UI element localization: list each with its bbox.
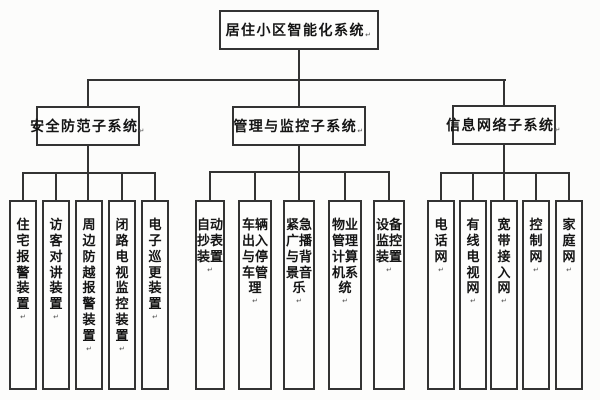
leaf-label: 宽带接入网 xyxy=(497,218,511,297)
paragraph-mark: ↵ xyxy=(53,313,59,322)
leaf-label: 访客对讲装置 xyxy=(49,218,63,313)
node-security-subsystem: 安全防范子系统↵ xyxy=(30,106,144,146)
leaf-label: 控制网 xyxy=(529,218,543,265)
node-root: 居住小区智能化系统↵ xyxy=(219,10,379,50)
leaf-equipment-monitor: 设备监控装置↵ xyxy=(373,200,405,390)
paragraph-mark: ↵ xyxy=(357,127,365,135)
connector-g3-drop-5 xyxy=(568,172,570,202)
connector-main-horizontal xyxy=(87,79,506,81)
leaf-label: 住宅报警装置 xyxy=(16,218,30,313)
leaf-electronic-patrol: 电子巡更装置↵ xyxy=(141,200,169,390)
connector-g3-drop-4 xyxy=(535,172,537,202)
connector-g2-vertical xyxy=(298,144,300,202)
paragraph-mark: ↵ xyxy=(386,265,392,274)
node-management-subsystem: 管理与监控子系统↵ xyxy=(232,106,366,146)
paragraph-mark: ↵ xyxy=(119,344,125,353)
leaf-perimeter-alarm: 周边防越报警装置↵ xyxy=(75,200,103,390)
leaf-label: 周边防越报警装置 xyxy=(82,218,96,345)
connector-g1-drop-5 xyxy=(154,172,156,202)
leaf-cable-tv-net: 有线电视网↵ xyxy=(459,200,487,390)
connector-g1-drop-1 xyxy=(22,172,24,202)
leaf-cctv-monitor: 闭路电视监控装置↵ xyxy=(108,200,136,390)
leaf-label: 电话网 xyxy=(434,218,448,265)
leaf-label: 闭路电视监控装置 xyxy=(115,218,129,345)
paragraph-mark: ↵ xyxy=(566,265,572,274)
leaf-property-computer: 物业管理计算机系统↵ xyxy=(328,200,362,390)
paragraph-mark: ↵ xyxy=(533,265,539,274)
connector-g3-drop-2 xyxy=(472,172,474,202)
paragraph-mark: ↵ xyxy=(501,297,507,306)
connector-g1-drop-4 xyxy=(121,172,123,202)
connector-g3-horizontal xyxy=(440,172,570,174)
leaf-telephone-net: 电话网↵ xyxy=(427,200,455,390)
leaf-label: 有线电视网 xyxy=(466,218,480,297)
connector-g1-horizontal xyxy=(22,172,156,174)
leaf-vehicle-parking: 车辆出入与停车管理↵ xyxy=(238,200,272,390)
leaf-label: 电子巡更装置 xyxy=(148,218,162,313)
paragraph-mark: ↵ xyxy=(138,127,146,135)
paragraph-mark: ↵ xyxy=(554,126,562,134)
connector-g2-drop-1 xyxy=(209,171,211,202)
leaf-label: 车辆出入与停车管理 xyxy=(241,218,268,297)
paragraph-mark: ↵ xyxy=(20,313,26,322)
paragraph-mark: ↵ xyxy=(207,265,213,274)
leaf-label: 设备监控装置 xyxy=(375,218,402,265)
leaf-control-net: 控制网↵ xyxy=(522,200,550,390)
connector-g3-drop-1 xyxy=(440,172,442,202)
paragraph-mark: ↵ xyxy=(296,297,302,306)
leaf-label: 物业管理计算机系统 xyxy=(331,218,358,297)
paragraph-mark: ↵ xyxy=(86,344,92,353)
paragraph-mark: ↵ xyxy=(365,31,373,39)
leaf-label: 家庭网 xyxy=(562,218,576,265)
leaf-broadcast-music: 紧急广播与背景音乐↵ xyxy=(283,200,315,390)
leaf-label: 自动抄表装置 xyxy=(197,218,224,265)
leaf-visitor-intercom: 访客对讲装置↵ xyxy=(42,200,70,390)
node-network-label: 信息网络子系统 xyxy=(446,118,555,134)
node-management-label: 管理与监控子系统 xyxy=(233,119,358,135)
connector-drop-right xyxy=(503,79,505,106)
leaf-home-alarm: 住宅报警装置↵ xyxy=(9,200,37,390)
leaf-broadband-net: 宽带接入网↵ xyxy=(490,200,518,390)
connector-root-vertical xyxy=(298,50,300,106)
paragraph-mark: ↵ xyxy=(438,265,444,274)
node-root-label: 居住小区智能化系统 xyxy=(225,23,366,39)
paragraph-mark: ↵ xyxy=(252,297,258,306)
connector-g1-drop-2 xyxy=(55,172,57,202)
node-security-label: 安全防范子系统 xyxy=(30,119,139,135)
node-network-subsystem: 信息网络子系统↵ xyxy=(446,105,560,145)
paragraph-mark: ↵ xyxy=(152,313,158,322)
connector-g2-drop-5 xyxy=(388,171,390,202)
connector-g2-drop-2 xyxy=(254,171,256,202)
paragraph-mark: ↵ xyxy=(470,297,476,306)
connector-g2-horizontal xyxy=(209,171,390,173)
leaf-meter-reading: 自动抄表装置↵ xyxy=(195,200,225,390)
leaf-home-net: 家庭网↵ xyxy=(555,200,583,390)
paragraph-mark: ↵ xyxy=(342,297,348,306)
connector-g2-drop-4 xyxy=(344,171,346,202)
leaf-label: 紧急广播与背景音乐 xyxy=(285,218,312,297)
connector-drop-left xyxy=(87,79,89,107)
